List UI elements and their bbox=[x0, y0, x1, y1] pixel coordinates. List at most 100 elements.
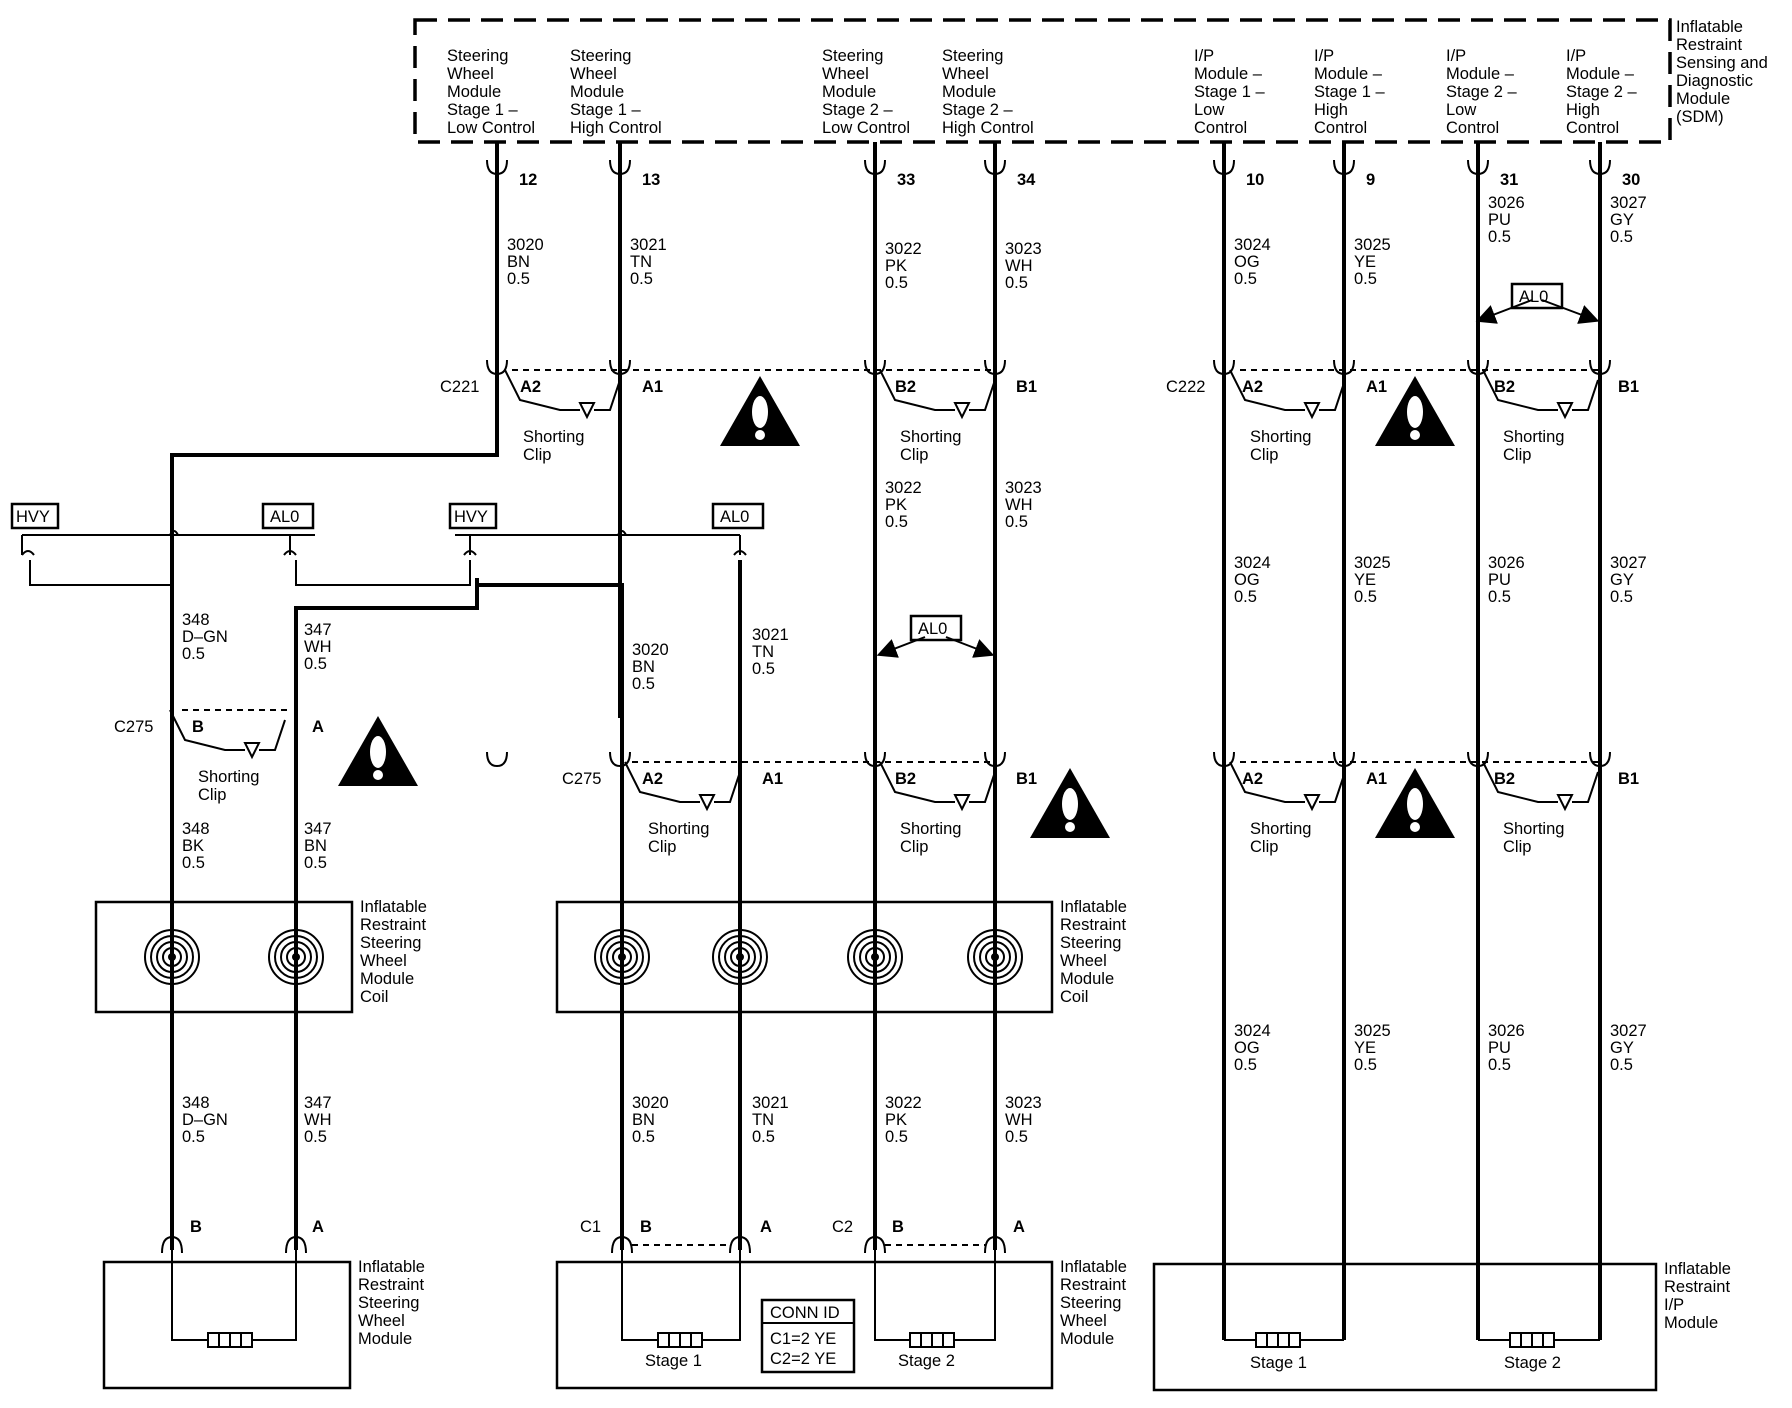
svg-text:A2: A2 bbox=[1242, 378, 1263, 396]
svg-text:A1: A1 bbox=[762, 770, 783, 788]
svg-text:C222: C222 bbox=[1166, 378, 1205, 396]
svg-text:B1: B1 bbox=[1618, 378, 1639, 396]
svg-text:B2: B2 bbox=[1494, 770, 1515, 788]
svg-text:C275: C275 bbox=[562, 770, 601, 788]
svg-text:C1=2 YE: C1=2 YE bbox=[770, 1330, 836, 1348]
sdm-pin-number: 12 bbox=[519, 171, 537, 189]
svg-text:AL0: AL0 bbox=[918, 620, 947, 638]
svg-text:B1: B1 bbox=[1618, 770, 1639, 788]
steering-wheel-module-center: Stage 1 Stage 2 CONN ID C1=2 YE C2=2 YE … bbox=[555, 1250, 1127, 1390]
svg-text:A: A bbox=[312, 1218, 324, 1236]
conn-id-table: CONN ID C1=2 YE C2=2 YE bbox=[760, 1298, 856, 1374]
warning-icon bbox=[338, 716, 418, 786]
svg-text:A1: A1 bbox=[1366, 770, 1387, 788]
sdm-pin-number: 10 bbox=[1246, 171, 1264, 189]
option-al0-right: AL0 bbox=[1475, 282, 1600, 324]
svg-text:AL0: AL0 bbox=[1519, 288, 1548, 306]
svg-text:B2: B2 bbox=[1494, 378, 1515, 396]
svg-text:A2: A2 bbox=[520, 378, 541, 396]
warning-icon bbox=[720, 376, 800, 446]
svg-text:B: B bbox=[190, 1218, 202, 1236]
svg-text:A: A bbox=[1013, 1218, 1025, 1236]
sdm-pin-number: 9 bbox=[1366, 171, 1375, 189]
svg-text:CONN ID: CONN ID bbox=[770, 1304, 840, 1322]
module-center-connectors: C1 B A C2 B A bbox=[580, 1218, 1025, 1254]
svg-text:B2: B2 bbox=[895, 770, 916, 788]
hvy-al0-options: HVY AL0 HVY AL0 bbox=[10, 370, 765, 718]
svg-text:AL0: AL0 bbox=[720, 508, 749, 526]
option-al0-center: AL0 bbox=[876, 614, 995, 658]
svg-text:B: B bbox=[892, 1218, 904, 1236]
svg-text:A: A bbox=[312, 718, 324, 736]
sdm-pin-number: 33 bbox=[897, 171, 915, 189]
svg-text:C1: C1 bbox=[580, 1218, 601, 1236]
module-left-connector: B A bbox=[161, 1218, 324, 1254]
sdm-pin-number: 34 bbox=[1017, 171, 1036, 189]
svg-text:A2: A2 bbox=[1242, 770, 1263, 788]
svg-text:B: B bbox=[192, 718, 204, 736]
svg-text:C275: C275 bbox=[114, 718, 153, 736]
svg-text:C2=2 YE: C2=2 YE bbox=[770, 1350, 836, 1368]
svg-text:B2: B2 bbox=[895, 378, 916, 396]
warning-icon bbox=[1030, 768, 1110, 838]
svg-text:A2: A2 bbox=[642, 770, 663, 788]
svg-text:HVY: HVY bbox=[454, 508, 488, 526]
